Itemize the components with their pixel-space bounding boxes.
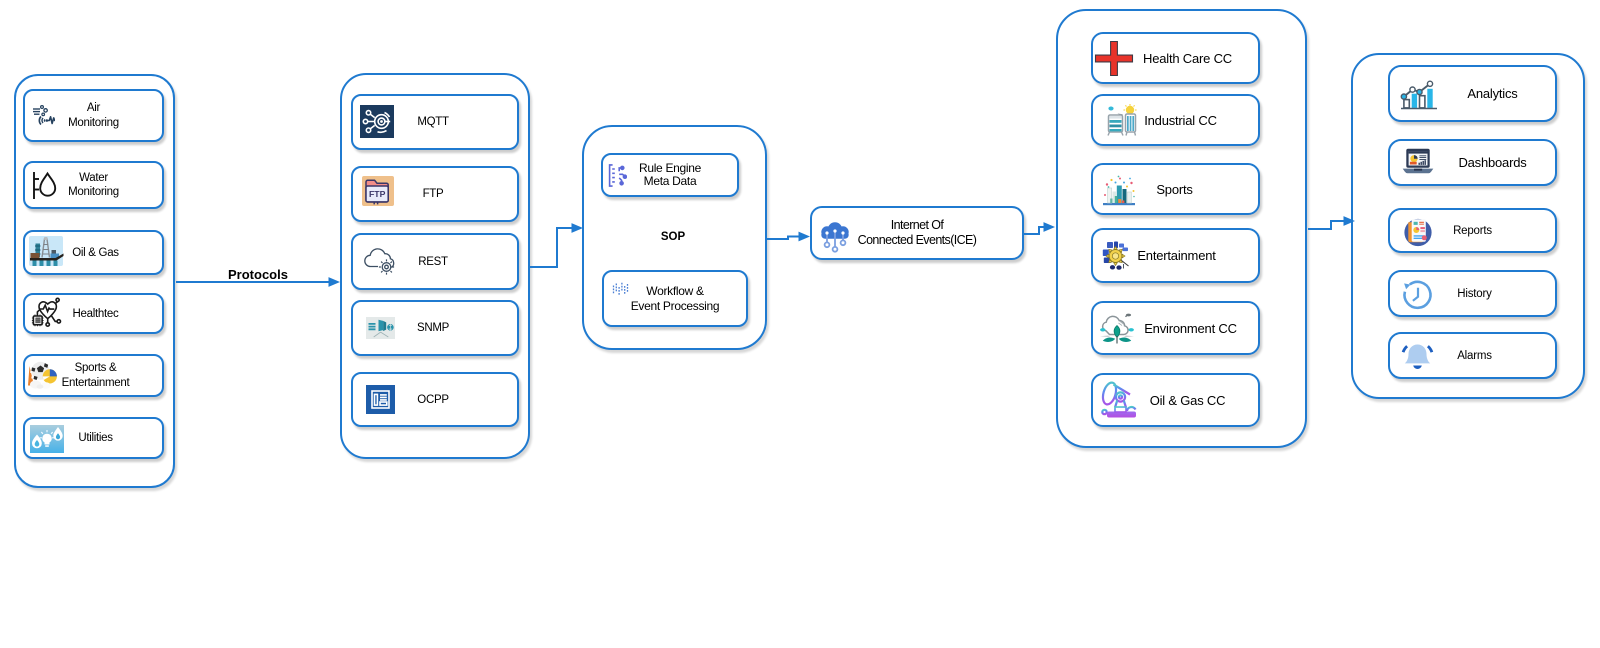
- svg-text:Protocols: Protocols: [228, 267, 288, 282]
- svg-text:FTP: FTP: [369, 189, 386, 199]
